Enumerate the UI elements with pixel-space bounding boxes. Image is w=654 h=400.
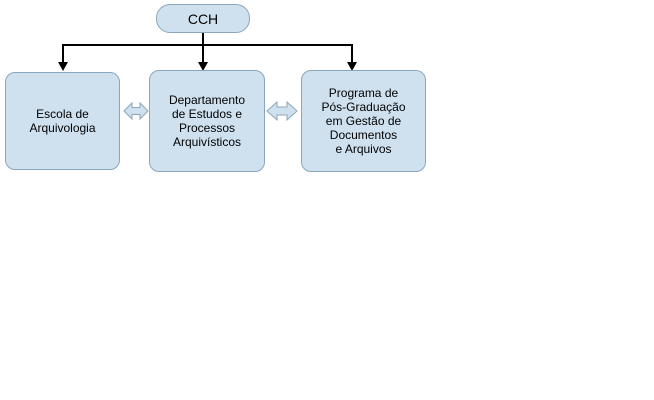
node-programa-pos-graduacao: Programa de Pós-Graduação em Gestão de D… (301, 70, 426, 172)
arrowhead-down-icon (58, 62, 68, 71)
node-escola-de-arquivologia: Escola de Arquivologia (5, 72, 120, 170)
root-node-cch: CCH (156, 4, 250, 33)
double-arrow-icon (123, 101, 149, 121)
node-label: Escola de Arquivologia (29, 107, 96, 135)
double-arrow-icon (266, 100, 298, 122)
node-label: Departamento de Estudos e Processos Arqu… (168, 93, 246, 149)
root-node-label: CCH (187, 10, 219, 27)
node-label: Programa de Pós-Graduação em Gestão de D… (321, 86, 406, 156)
arrowhead-down-icon (198, 62, 208, 71)
node-departamento-estudos: Departamento de Estudos e Processos Arqu… (149, 70, 265, 172)
arrowhead-down-icon (347, 62, 357, 71)
